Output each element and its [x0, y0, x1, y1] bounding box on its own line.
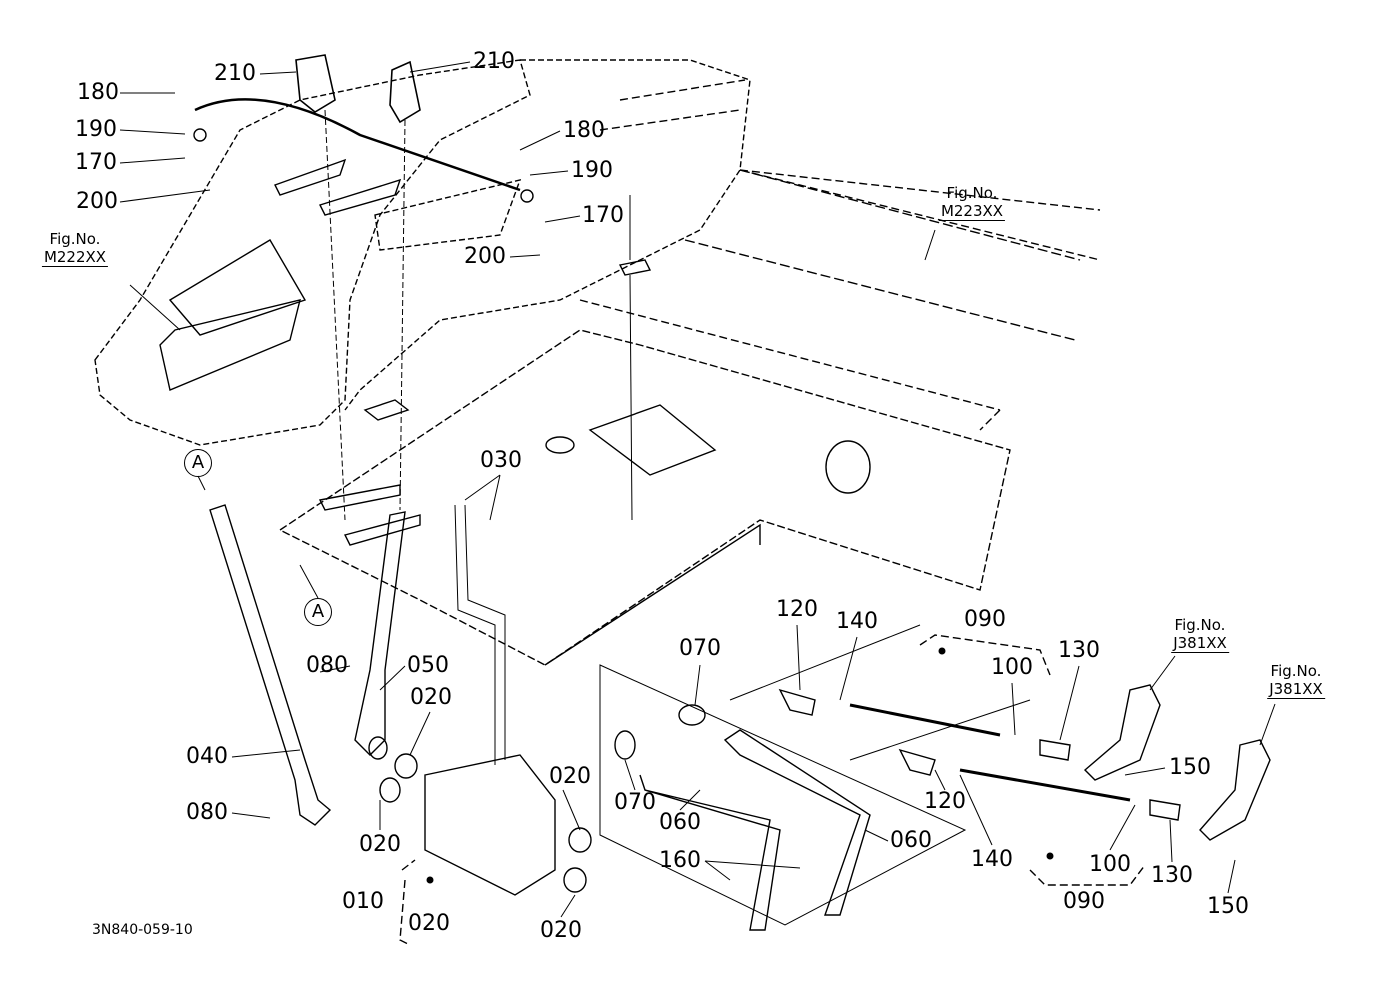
callout-010: 010 [342, 889, 384, 914]
drawing-number: 3N840-059-10 [92, 922, 193, 938]
callout-020: 020 [410, 685, 452, 710]
callout-040: 040 [186, 744, 228, 769]
callout-020: 020 [359, 832, 401, 857]
callout-130: 130 [1058, 638, 1100, 663]
fig-ref-label: Fig.No. [946, 184, 998, 202]
callout-080: 080 [306, 653, 348, 678]
callout-180: 180 [77, 80, 119, 105]
callout-020: 020 [540, 918, 582, 943]
fig-ref-j381xx: Fig.No. J381XX [1267, 662, 1325, 699]
callout-080: 080 [186, 800, 228, 825]
callout-160: 160 [659, 848, 701, 873]
left-console-panel [94, 59, 531, 446]
fig-ref-label: Fig.No. [1270, 662, 1322, 680]
callout-050: 050 [407, 653, 449, 678]
fig-ref-code: J381XX [1267, 680, 1325, 699]
callout-170: 170 [582, 203, 624, 228]
arm-060 [639, 774, 781, 931]
callout-130: 130 [1151, 863, 1193, 888]
floor-plate [279, 329, 1011, 666]
callout-210: 210 [473, 49, 515, 74]
rod-upper [849, 703, 1001, 737]
callout-070: 070 [614, 790, 656, 815]
fig-ref-code: M223XX [938, 202, 1006, 221]
callout-180: 180 [563, 118, 605, 143]
fig-ref-j381xx: Fig.No. J381XX [1171, 616, 1229, 653]
callout-170: 170 [75, 150, 117, 175]
callout-150: 150 [1169, 755, 1211, 780]
callout-200: 200 [464, 244, 506, 269]
callout-100: 100 [991, 655, 1033, 680]
section-marker-a: A [184, 449, 212, 477]
callout-030: 030 [480, 448, 522, 473]
callout-210: 210 [214, 61, 256, 86]
section-marker-a: A [304, 598, 332, 626]
callout-090: 090 [1063, 889, 1105, 914]
bracket-j381-a [1083, 684, 1161, 781]
fig-ref-label: Fig.No. [1174, 616, 1226, 634]
callout-200: 200 [76, 189, 118, 214]
callout-190: 190 [75, 117, 117, 142]
callout-070: 070 [679, 636, 721, 661]
callout-090: 090 [964, 607, 1006, 632]
cable [194, 98, 521, 192]
lever-040 [209, 504, 332, 826]
fig-ref-label: Fig.No. [49, 230, 101, 248]
callout-120: 120 [924, 789, 966, 814]
rod-lower [959, 768, 1131, 802]
callout-100: 100 [1089, 852, 1131, 877]
callout-060: 060 [659, 810, 701, 835]
callout-020: 020 [408, 911, 450, 936]
right-panel [344, 59, 751, 411]
callout-060: 060 [890, 828, 932, 853]
arm-060b [723, 729, 871, 916]
fig-ref-code: M222XX [41, 248, 109, 267]
lever-050 [354, 511, 406, 756]
callout-120: 120 [776, 597, 818, 622]
fig-ref-m223xx: Fig.No. M223XX [938, 184, 1006, 221]
callout-150: 150 [1207, 894, 1249, 919]
callout-140: 140 [971, 847, 1013, 872]
fig-ref-code: J381XX [1171, 634, 1229, 653]
bracket-j381-b [1199, 739, 1271, 841]
callout-140: 140 [836, 609, 878, 634]
callout-190: 190 [571, 158, 613, 183]
fig-ref-m222xx: Fig.No. M222XX [41, 230, 109, 267]
callout-020: 020 [549, 764, 591, 789]
bracket-010 [424, 754, 556, 896]
